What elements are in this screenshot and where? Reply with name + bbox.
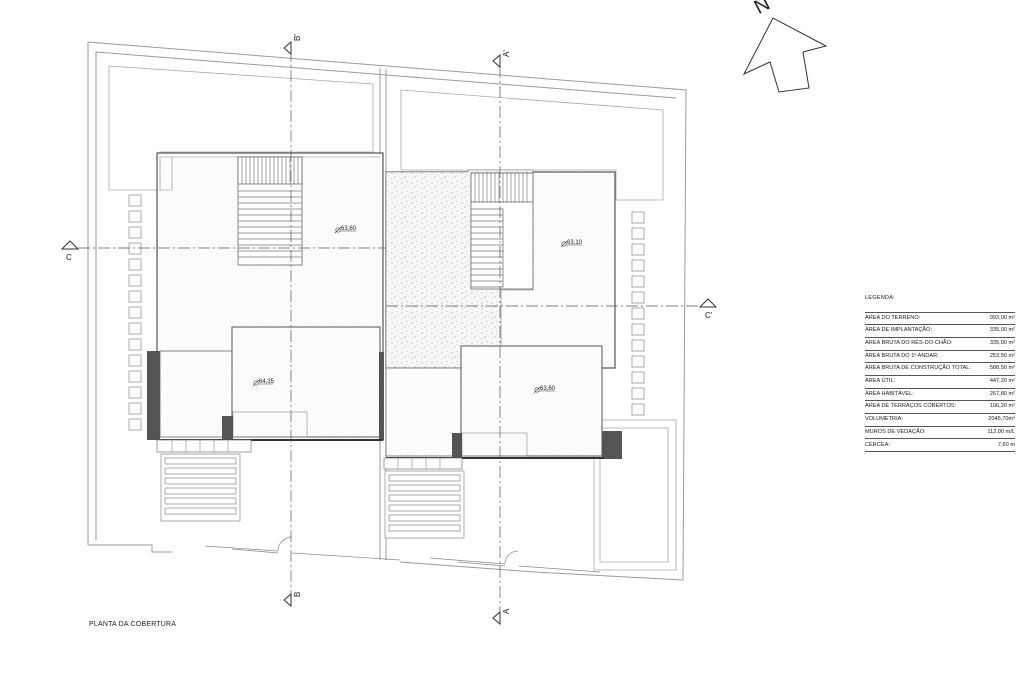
- elevation-label: 63,60: [540, 386, 556, 392]
- elevation-mark-1: 63,60: [334, 226, 357, 234]
- section-label-b-top: B': [293, 34, 302, 41]
- legend-label: ÁREA BRUTA DO RÉS-DO-CHÃO:: [865, 340, 953, 347]
- gates: [204, 536, 601, 573]
- legend-value: 267,80 m²: [989, 390, 1015, 397]
- legend-value: 447,20 m²: [989, 378, 1015, 385]
- legend-value: 106,20 m²: [989, 403, 1015, 410]
- section-label-a-bottom: A: [502, 608, 511, 614]
- north-arrow-icon: N: [742, 0, 828, 93]
- legend-row: ÁREA DO TERRENO: 993,00 m²: [865, 311, 1015, 325]
- legend-value: 335,00 m²: [989, 340, 1015, 347]
- garden-areas: [108, 65, 677, 571]
- elevation-mark-3: 64,35: [252, 379, 275, 387]
- legend-value: 993,00 m²: [989, 314, 1015, 321]
- legend-label: ÁREA HABITÁVEL:: [865, 390, 914, 397]
- legend-row: ÁREA ÚTIL: 447,20 m²: [865, 375, 1015, 388]
- legend-row: ÁREA DE IMPLANTAÇÃO: 335,00 m²: [865, 324, 1015, 337]
- legend-label: VOLUMETRIA:: [865, 416, 903, 423]
- legend-label: ÁREA BRUTA DO 1º ANDAR:: [865, 352, 939, 359]
- elevation-label: 64,35: [259, 379, 275, 385]
- legend-row: VOLUMETRIA: 2045,70m³: [865, 413, 1015, 426]
- legend-value: 2045,70m³: [988, 416, 1015, 423]
- house-left-roof: [147, 152, 384, 522]
- legend-row: ÁREA BRUTA DO RÉS-DO-CHÃO: 335,00 m²: [865, 336, 1015, 350]
- legend-value: 253,50 m²: [989, 352, 1015, 359]
- section-markers: [60, 40, 718, 626]
- legend-value: 335,00 m²: [989, 327, 1015, 334]
- elevation-label: 63,60: [341, 226, 357, 232]
- legend-row: ÁREA DE TERRAÇOS COBERTOS: 106,20 m²: [865, 400, 1015, 413]
- section-label-c-right: C': [705, 311, 713, 320]
- section-label-c-left: C: [66, 253, 72, 262]
- legend-table: LEGENDA: ÁREA DO TERRENO: 993,00 m² ÁREA …: [865, 295, 1015, 453]
- section-label-a-top: A': [502, 50, 511, 57]
- legend-label: MUROS DE VEDAÇÃO:: [865, 428, 926, 435]
- legend-row: ÁREA BRUTA DE CONSTRUÇÃO TOTAL: 588,50 m²: [865, 362, 1015, 375]
- section-lines: [78, 50, 708, 612]
- stepping-stones-left: [128, 194, 142, 431]
- elevation-mark-4: 63,60: [533, 386, 556, 394]
- legend-row: ÁREA BRUTA DO 1º ANDAR: 253,50 m²: [865, 349, 1015, 363]
- legend-label: CÉRCEA:: [865, 441, 890, 448]
- legend-title: LEGENDA:: [865, 295, 895, 301]
- legend-label: ÁREA BRUTA DE CONSTRUÇÃO TOTAL:: [865, 365, 971, 372]
- legend-value: 7,60 m: [997, 441, 1015, 448]
- elevation-mark-2: 63,10: [560, 240, 583, 248]
- elevation-label: 63,10: [567, 240, 583, 246]
- stepping-stones-right: [631, 211, 645, 416]
- legend-row: CÉRCEA: 7,60 m: [865, 438, 1015, 453]
- house-right-roof: [383, 169, 622, 539]
- north-label: N: [751, 0, 774, 19]
- legend-label: ÁREA ÚTIL:: [865, 378, 896, 385]
- legend-label: ÁREA DO TERRENO:: [865, 314, 921, 321]
- legend-label: ÁREA DE IMPLANTAÇÃO:: [865, 327, 933, 334]
- legend-value: 112,00 m/L: [987, 428, 1015, 435]
- legend-value: 588,50 m²: [989, 365, 1015, 372]
- legend-label: ÁREA DE TERRAÇOS COBERTOS:: [865, 403, 957, 410]
- legend-row: ÁREA HABITÁVEL: 267,80 m²: [865, 387, 1015, 401]
- legend-row: MUROS DE VEDAÇÃO: 112,00 m/L: [865, 425, 1015, 439]
- drawing-title: PLANTA DA COBERTURA: [89, 621, 177, 628]
- section-label-b-bottom: B: [293, 592, 302, 597]
